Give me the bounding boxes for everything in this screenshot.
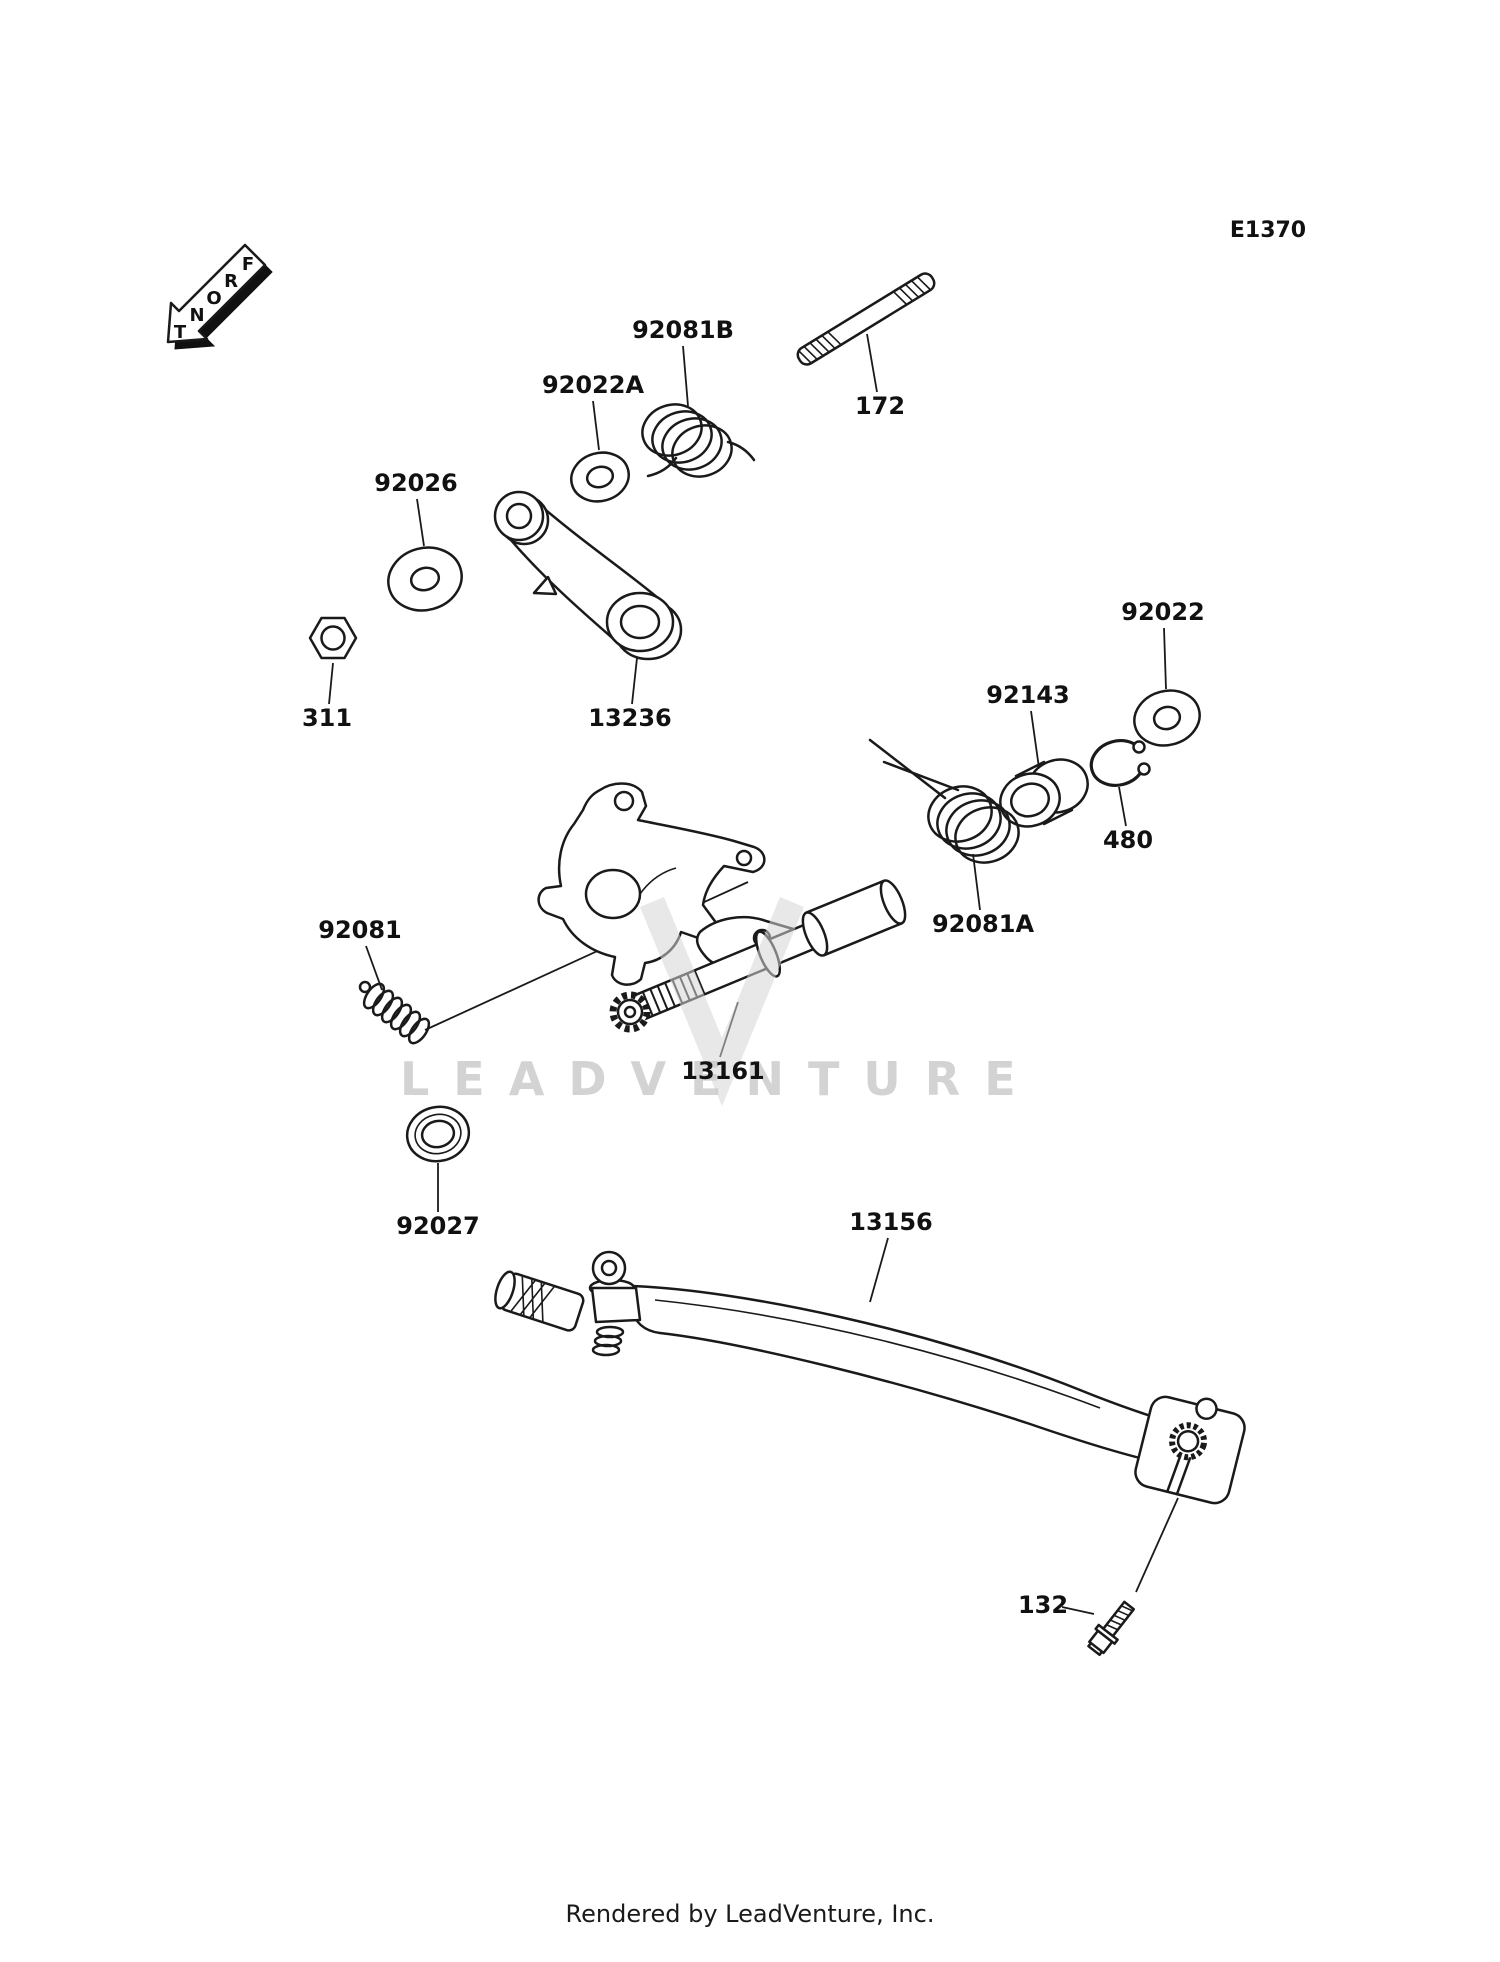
label-480: 480	[1103, 826, 1153, 854]
label-92081A: 92081A	[932, 910, 1034, 938]
part-13161-shift-shaft	[537, 782, 907, 1033]
part-311-hex-nut	[308, 616, 358, 660]
part-172-stud	[796, 272, 936, 366]
part-13156-gear-shift-pedal	[494, 1250, 1246, 1505]
part-132-bolt	[1087, 1600, 1136, 1657]
label-92027: 92027	[396, 1212, 480, 1240]
label-311: 311	[302, 704, 352, 732]
label-132: 132	[1018, 1591, 1068, 1619]
part-92022A-washer	[570, 451, 630, 503]
label-92081B: 92081B	[632, 316, 734, 344]
label-92022: 92022	[1121, 598, 1205, 626]
part-92022-washer	[1133, 689, 1201, 747]
part-92081A-torsion-spring	[868, 738, 1020, 864]
watermark-text: LEADVENTURE	[400, 1052, 1040, 1106]
part-92081B-torsion-spring	[641, 403, 756, 478]
label-13236: 13236	[588, 704, 672, 732]
part-480-circlip	[1089, 739, 1152, 787]
footer-credit: Rendered by LeadVenture, Inc.	[566, 1900, 935, 1928]
part-92027-washer	[405, 1105, 471, 1163]
diagram-code: E1370	[1230, 218, 1306, 243]
label-92026: 92026	[374, 469, 458, 497]
label-92143: 92143	[986, 681, 1070, 709]
label-13161: 13161	[681, 1057, 765, 1085]
part-92081-spring	[358, 980, 431, 1045]
leadventure-logo-watermark	[639, 897, 805, 1107]
label-13156: 13156	[849, 1208, 933, 1236]
part-92143-bushing	[999, 758, 1089, 828]
label-172: 172	[855, 392, 905, 420]
label-92081: 92081	[318, 916, 402, 944]
label-92022A: 92022A	[542, 371, 644, 399]
part-92026-washer	[387, 546, 463, 612]
part-labels: 92081B 92022A 92026 311 13236 172 92022 …	[302, 316, 1205, 1619]
part-13236-shift-lever	[493, 490, 683, 661]
